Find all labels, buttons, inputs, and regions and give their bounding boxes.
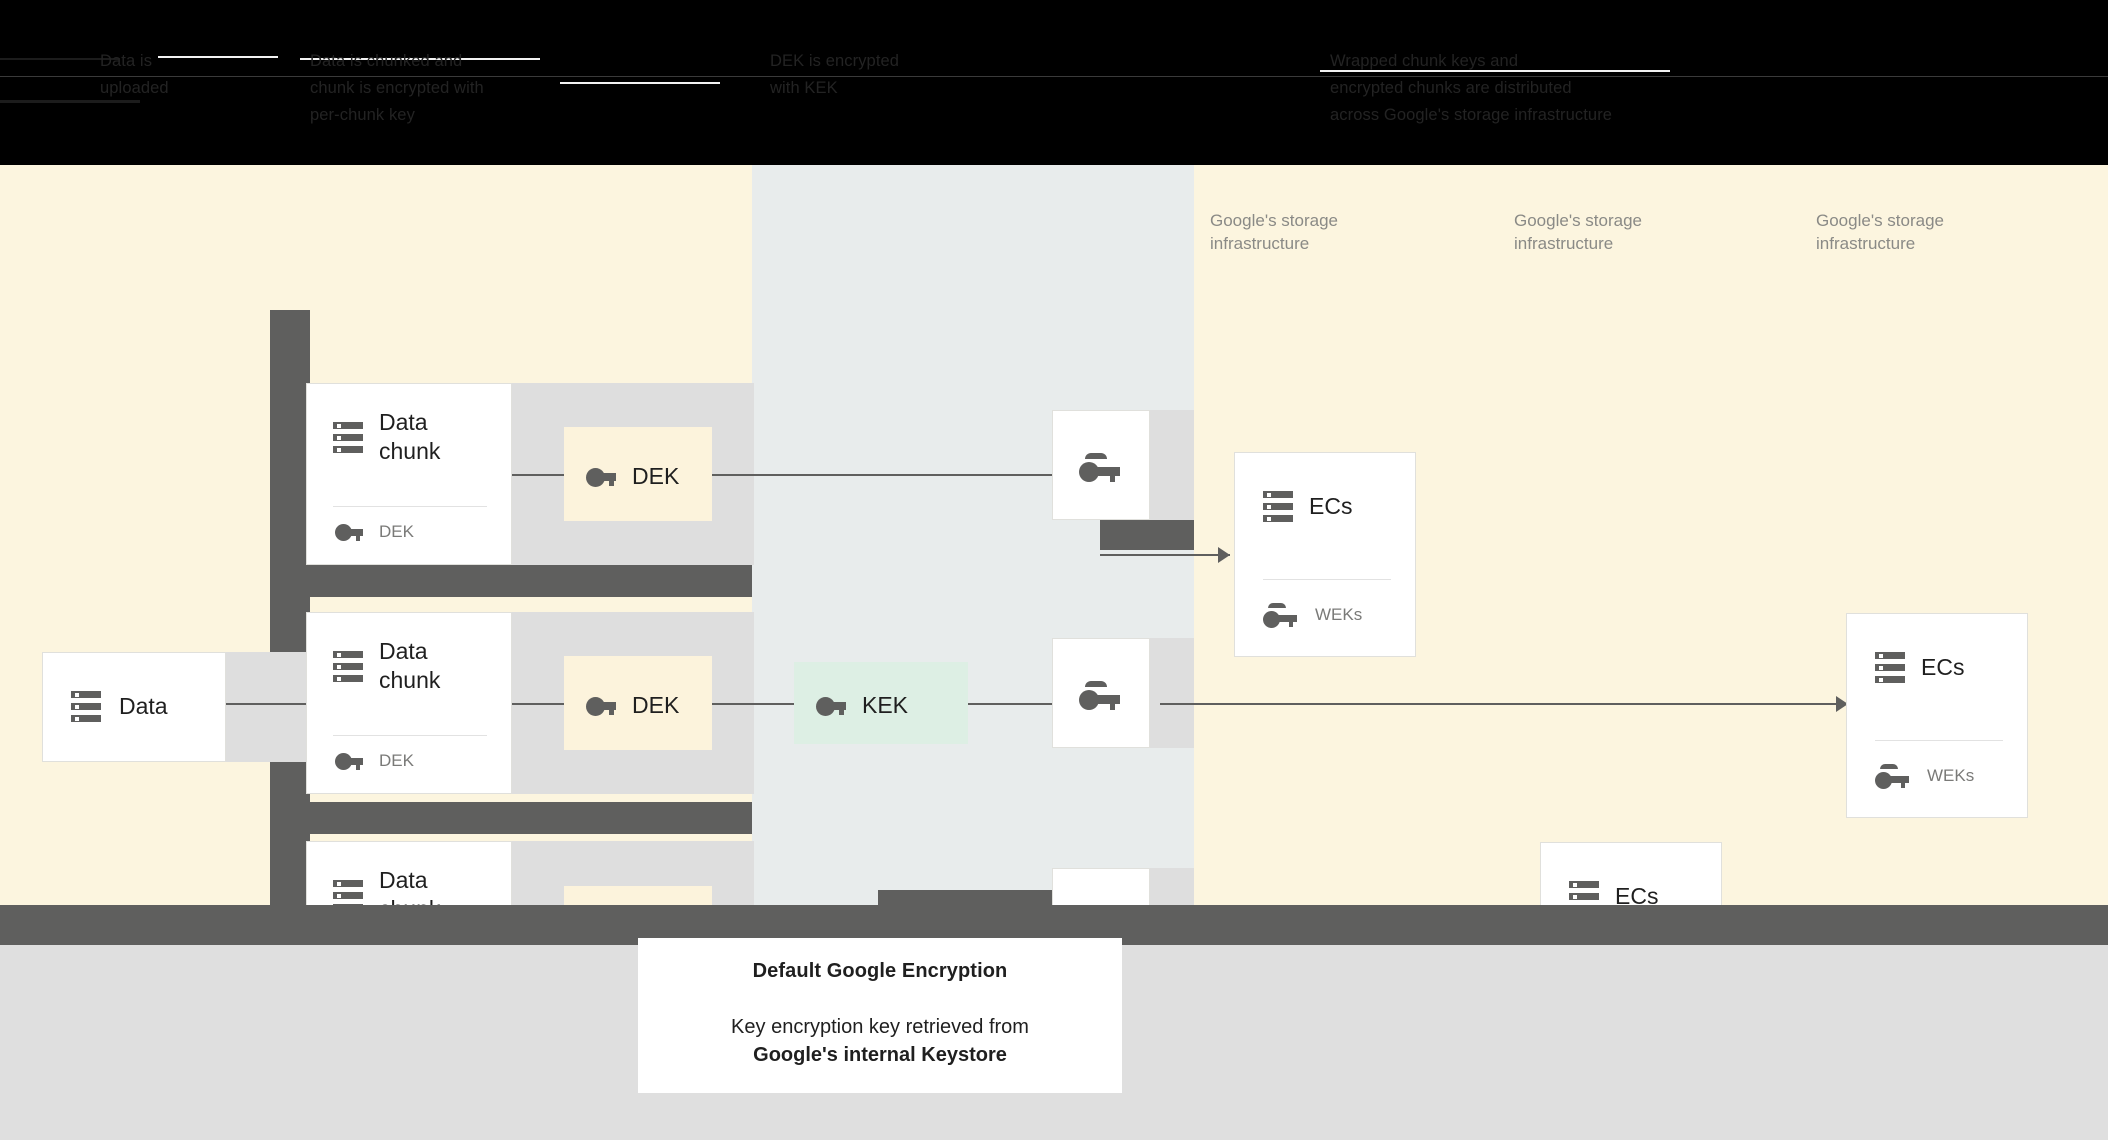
- ec-key-label-2: WEKs: [1927, 766, 1975, 785]
- key-icon: [816, 696, 846, 716]
- chunk-key-row-1: DEK: [335, 522, 414, 542]
- server-icon: [71, 691, 101, 722]
- wrapped-key-icon: [1079, 453, 1125, 482]
- server-icon: [1875, 652, 1905, 683]
- dek-box-1[interactable]: DEK: [564, 427, 712, 521]
- caption-title: Default Google Encryption: [752, 960, 1008, 982]
- dek-box-2[interactable]: DEK: [564, 656, 712, 750]
- ec-title-2: ECs: [1921, 654, 1965, 680]
- structure-bar-3: [1100, 518, 1194, 550]
- ec-key-label-1: WEKs: [1315, 605, 1363, 624]
- ec-card-2[interactable]: ECs WEKs: [1846, 613, 2028, 818]
- connector-data-to-chunks: [226, 703, 312, 705]
- server-icon: [333, 650, 363, 682]
- header-col-3: DEK is encrypted with KEK: [770, 52, 900, 97]
- connector-kek-wek: [968, 703, 1052, 705]
- wrapped-key-icon: [1079, 681, 1125, 710]
- ec-key-row-1: WEKs: [1263, 603, 1363, 628]
- connector-dek1-wek: [712, 474, 1052, 476]
- ec-title-1: ECs: [1309, 493, 1353, 519]
- diagram-canvas: Data Data chunk DEK Data chunk: [0, 165, 2108, 1047]
- kek-row: KEK: [816, 692, 908, 719]
- data-chunk-card-2[interactable]: Data chunk DEK: [306, 612, 512, 794]
- header-bottom-fill: [0, 147, 2108, 165]
- chunk-divider-2: [333, 735, 487, 736]
- ec-title-row-1: ECs: [1263, 491, 1352, 522]
- data-card-label: Data: [119, 693, 168, 719]
- header-col-1: Data is uploaded: [100, 52, 169, 97]
- wrapped-key-box-2[interactable]: [1052, 638, 1150, 748]
- structure-bar-left: [270, 310, 310, 935]
- header-col-2: Data is chunked and chunk is encrypted w…: [310, 52, 484, 124]
- key-icon: [586, 467, 616, 487]
- caption-line-2: Google's internal Keystore: [753, 1044, 1007, 1066]
- chunk-title-1: Data chunk: [379, 409, 441, 464]
- connector-chunk2-dek: [512, 703, 564, 705]
- ec-title-3: ECs: [1615, 883, 1659, 909]
- ec-divider-2: [1875, 740, 2003, 741]
- header-strip: Data is uploaded Data is chunked and chu…: [0, 0, 2108, 158]
- dek-row-1: DEK: [586, 463, 679, 490]
- dek-label-2: DEK: [632, 692, 680, 718]
- chunk-title-row-1: Data chunk: [333, 408, 440, 466]
- flow-arrow-2: [1836, 696, 1848, 712]
- dek-label-1: DEK: [632, 463, 680, 489]
- ec-card-1[interactable]: ECs WEKs: [1234, 452, 1416, 657]
- chunk-key-row-2: DEK: [335, 751, 414, 771]
- flow-to-ec-1: [1100, 554, 1230, 556]
- chunk-key-label-2: DEK: [379, 751, 414, 770]
- wrapped-key-icon: [1263, 603, 1301, 628]
- data-chunk-card-1[interactable]: Data chunk DEK: [306, 383, 512, 565]
- data-card-row: Data: [71, 691, 168, 722]
- key-icon: [586, 696, 616, 716]
- structure-bar-1: [270, 565, 752, 597]
- server-icon: [1263, 491, 1293, 522]
- storage-label-1: Google's storage infrastructure: [1210, 211, 1338, 253]
- key-icon: [335, 752, 363, 770]
- wrapped-key-box-1[interactable]: [1052, 410, 1150, 520]
- data-card[interactable]: Data: [42, 652, 226, 762]
- kek-box[interactable]: KEK: [794, 662, 968, 744]
- chunk-title-row-2: Data chunk: [333, 637, 440, 695]
- storage-label-3: Google's storage infrastructure: [1816, 211, 1944, 253]
- wrapped-key-icon: [1875, 764, 1913, 789]
- caption-card: Default Google Encryption Key encryption…: [638, 938, 1122, 1093]
- chunk-divider-1: [333, 506, 487, 507]
- ec-key-row-2: WEKs: [1875, 764, 1975, 789]
- ec-divider-1: [1263, 579, 1391, 580]
- structure-bar-2: [270, 802, 752, 834]
- server-icon: [333, 421, 363, 453]
- key-icon: [335, 523, 363, 541]
- flow-arrow-1: [1218, 547, 1230, 563]
- flow-to-ec-2: [1160, 703, 1848, 705]
- kek-label: KEK: [862, 692, 909, 718]
- storage-label-2: Google's storage infrastructure: [1514, 211, 1642, 253]
- caption-line-1: Key encryption key retrieved from: [731, 1016, 1029, 1038]
- ec-title-row-2: ECs: [1875, 652, 1964, 683]
- header-col-4: Wrapped chunk keys and encrypted chunks …: [1330, 52, 1613, 124]
- chunk-key-label-1: DEK: [379, 522, 414, 541]
- dek-row-2: DEK: [586, 692, 679, 719]
- caption-body: Key encryption key retrieved from Google…: [638, 1013, 1122, 1069]
- connector-chunk1-dek: [512, 474, 564, 476]
- chunk-title-2: Data chunk: [379, 638, 441, 693]
